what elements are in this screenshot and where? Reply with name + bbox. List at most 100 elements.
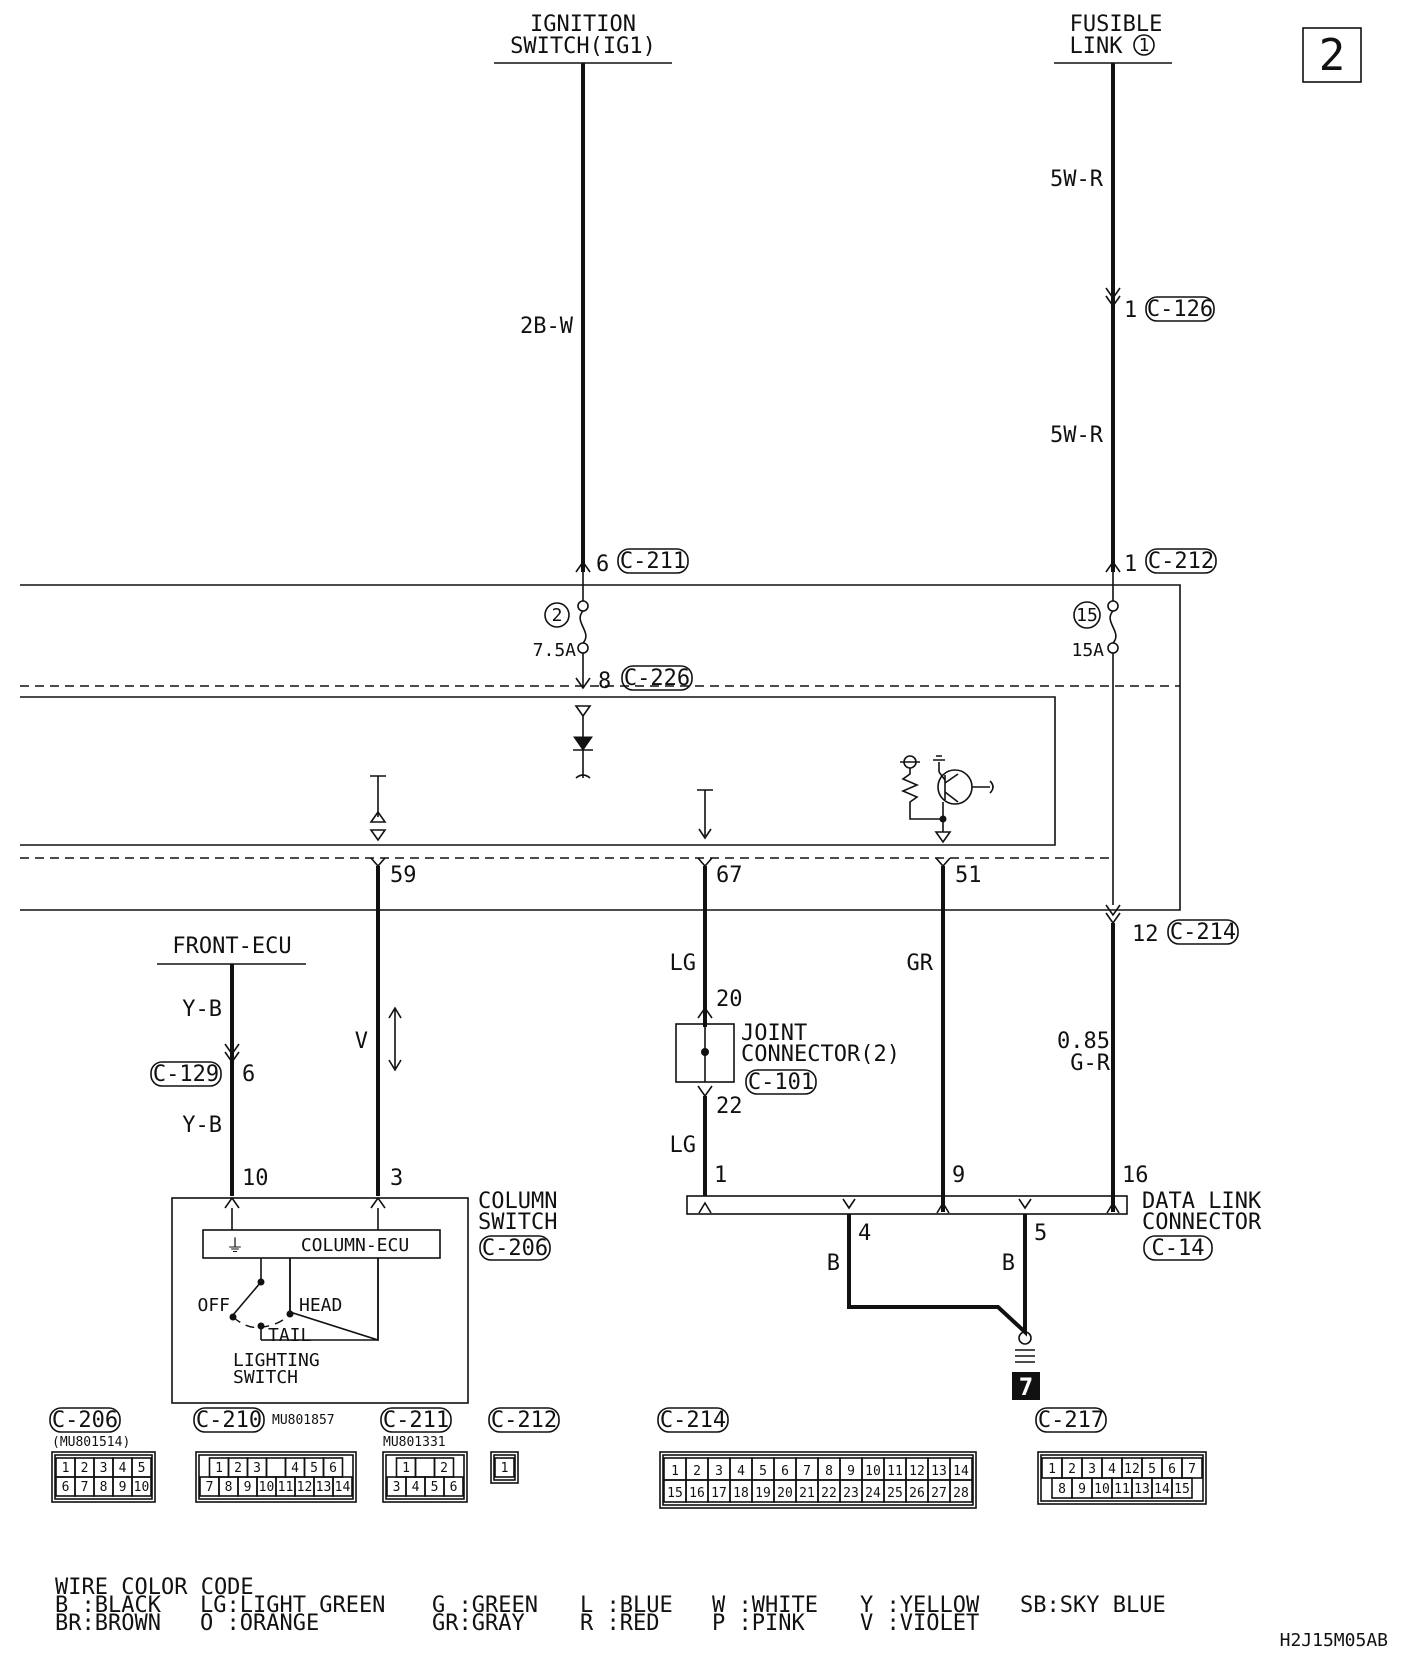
connector-view-tag: C-214: [660, 1408, 726, 1433]
connector-view-pin: 6: [781, 1464, 789, 1479]
connector-view-pin: 6: [329, 1461, 337, 1476]
connector-view-pin: 7: [803, 1464, 811, 1479]
figure-code: H2J15M05AB: [1280, 1630, 1388, 1651]
pin-51: 51: [955, 863, 982, 888]
column-pin-10: 10: [242, 1166, 269, 1191]
c129-pin: 6: [242, 1062, 255, 1087]
dlc-feed-size: 0.85: [1057, 1029, 1110, 1054]
connector-view-pin: 5: [759, 1464, 767, 1479]
connector-view-pin: 5: [138, 1461, 146, 1476]
connector-view-pin: 12: [1124, 1462, 1140, 1477]
connector-view-pin: 15: [667, 1486, 683, 1501]
dlc-pin-16: 16: [1122, 1163, 1149, 1188]
wire-color-code-entry: G :GREEN: [432, 1593, 538, 1618]
c129-tag: C-129: [153, 1062, 219, 1087]
page-number: 2: [1319, 30, 1346, 81]
wire-color-code-entry: W :WHITE: [712, 1593, 818, 1618]
connector-view-pin: 6: [1168, 1462, 1176, 1477]
column-switch: 10 3 ⏚ COLUMN-ECU OFF HEAD TAIL LIGHTING…: [171, 1166, 469, 1404]
switch-tail-label: TAIL: [268, 1325, 312, 1346]
connector-view-part: MU801857: [272, 1413, 335, 1428]
joint-connector-label-2: CONNECTOR(2): [741, 1042, 900, 1067]
connector-view-pin: 2: [693, 1464, 701, 1479]
c126-pin: 1: [1124, 298, 1137, 323]
connector-view-pin: 8: [225, 1480, 233, 1495]
connector-view-pin: 4: [412, 1480, 420, 1495]
wire-color-code-entry: R :RED: [580, 1611, 659, 1636]
connector-view-pin: 8: [825, 1464, 833, 1479]
connector-view-pin: 28: [953, 1486, 969, 1501]
wire-color-code-entry: GR:GRAY: [432, 1611, 525, 1636]
wire-color-code-entry: B :BLACK: [55, 1593, 162, 1618]
connector-view-pin: 20: [777, 1486, 793, 1501]
connector-view-part: (MU801514): [52, 1435, 130, 1450]
wire-59-color: V: [355, 1029, 368, 1054]
junction-block-outline: [20, 584, 1181, 911]
wire-67-color-upper: LG: [670, 951, 697, 976]
dlc-label-2: CONNECTOR: [1142, 1210, 1262, 1235]
connector-view-pin: 23: [843, 1486, 859, 1501]
connector-view-pin: 9: [847, 1464, 855, 1479]
connector-view-pin: 6: [450, 1480, 458, 1495]
connector-view-pin: 14: [1154, 1482, 1170, 1497]
connector-view-pin: 8: [100, 1480, 108, 1495]
connector-view-pin: 10: [1094, 1482, 1110, 1497]
connector-view-tag: C-206: [52, 1408, 118, 1433]
connector-view-pin: 1: [671, 1464, 679, 1479]
connector-view-pin: 12: [909, 1464, 925, 1479]
wire-color-code-entry: Y :YELLOW: [860, 1593, 980, 1618]
connector-view-tag: C-211: [383, 1408, 449, 1433]
connector-view-pin: 11: [1114, 1482, 1130, 1497]
wire-color-code-entry: O :ORANGE: [200, 1611, 319, 1636]
connector-view-pin: 7: [1188, 1462, 1196, 1477]
connector-view-pin: 5: [1148, 1462, 1156, 1477]
jc-pin-20: 20: [716, 987, 743, 1012]
jc-pin-22: 22: [716, 1094, 743, 1119]
connector-view-pin: 3: [100, 1461, 108, 1476]
wire-67-color-lower: LG: [670, 1133, 697, 1158]
connector-view-pin: 11: [278, 1480, 294, 1495]
column-switch-label-2: SWITCH: [478, 1210, 557, 1235]
connector-view-pin: 2: [234, 1461, 242, 1476]
wire-color-code-entry: V :VIOLET: [860, 1611, 979, 1636]
connector-view-pin: 19: [755, 1486, 771, 1501]
connector-view-pin: 4: [119, 1461, 127, 1476]
dlc-label-1: DATA LINK: [1142, 1189, 1262, 1214]
fuse-15-rating: 15A: [1071, 640, 1104, 661]
connector-view-pin: 1: [1048, 1462, 1056, 1477]
connector-view-pin: 15: [1174, 1482, 1190, 1497]
connector-view-pin: 7: [81, 1480, 89, 1495]
c226-pin: 8: [598, 669, 611, 694]
connector-view-tag: C-212: [491, 1408, 557, 1433]
connector-view-pin: 10: [134, 1480, 150, 1495]
fuse-2-number: 2: [552, 605, 563, 626]
dlc-pin-5: 5: [1034, 1221, 1047, 1246]
diode-symbol: [573, 705, 593, 779]
connector-view-pin: 13: [316, 1480, 332, 1495]
connector-view-pin: 1: [402, 1461, 410, 1476]
fl-wire-color-lower: 5W-R: [1050, 423, 1104, 448]
fl-wire-color-upper: 5W-R: [1050, 167, 1104, 192]
connector-view-pin: 4: [1108, 1462, 1116, 1477]
dlc-feed-color: G-R: [1070, 1051, 1110, 1076]
connector-view-pin: 1: [215, 1461, 223, 1476]
connector-view-pin: 7: [206, 1480, 214, 1495]
connector-view-pin: 3: [393, 1480, 401, 1495]
ground-wire-left-color: B: [827, 1251, 840, 1276]
ground-wire-right-color: B: [1002, 1251, 1015, 1276]
ground-symbol: 7: [1012, 1331, 1040, 1401]
wire-color-code: WIRE COLOR CODE B :BLACKBR:BROWNLG:LIGHT…: [55, 1575, 1166, 1636]
fuse-2-rating: 7.5A: [533, 640, 577, 661]
dlc-pin-4: 4: [858, 1221, 871, 1246]
c211-tag: C-211: [620, 549, 686, 574]
connector-view-pin: 10: [259, 1480, 275, 1495]
transistor-symbol: [900, 755, 994, 844]
c126-tag: C-126: [1147, 297, 1213, 322]
connector-view-pin: 2: [81, 1461, 89, 1476]
connector-view-pin: 3: [253, 1461, 261, 1476]
fusible-link-source: FUSIBLE LINK 1: [1054, 12, 1172, 64]
c101-tag: C-101: [748, 1070, 814, 1095]
switch-off-label: OFF: [197, 1295, 230, 1316]
